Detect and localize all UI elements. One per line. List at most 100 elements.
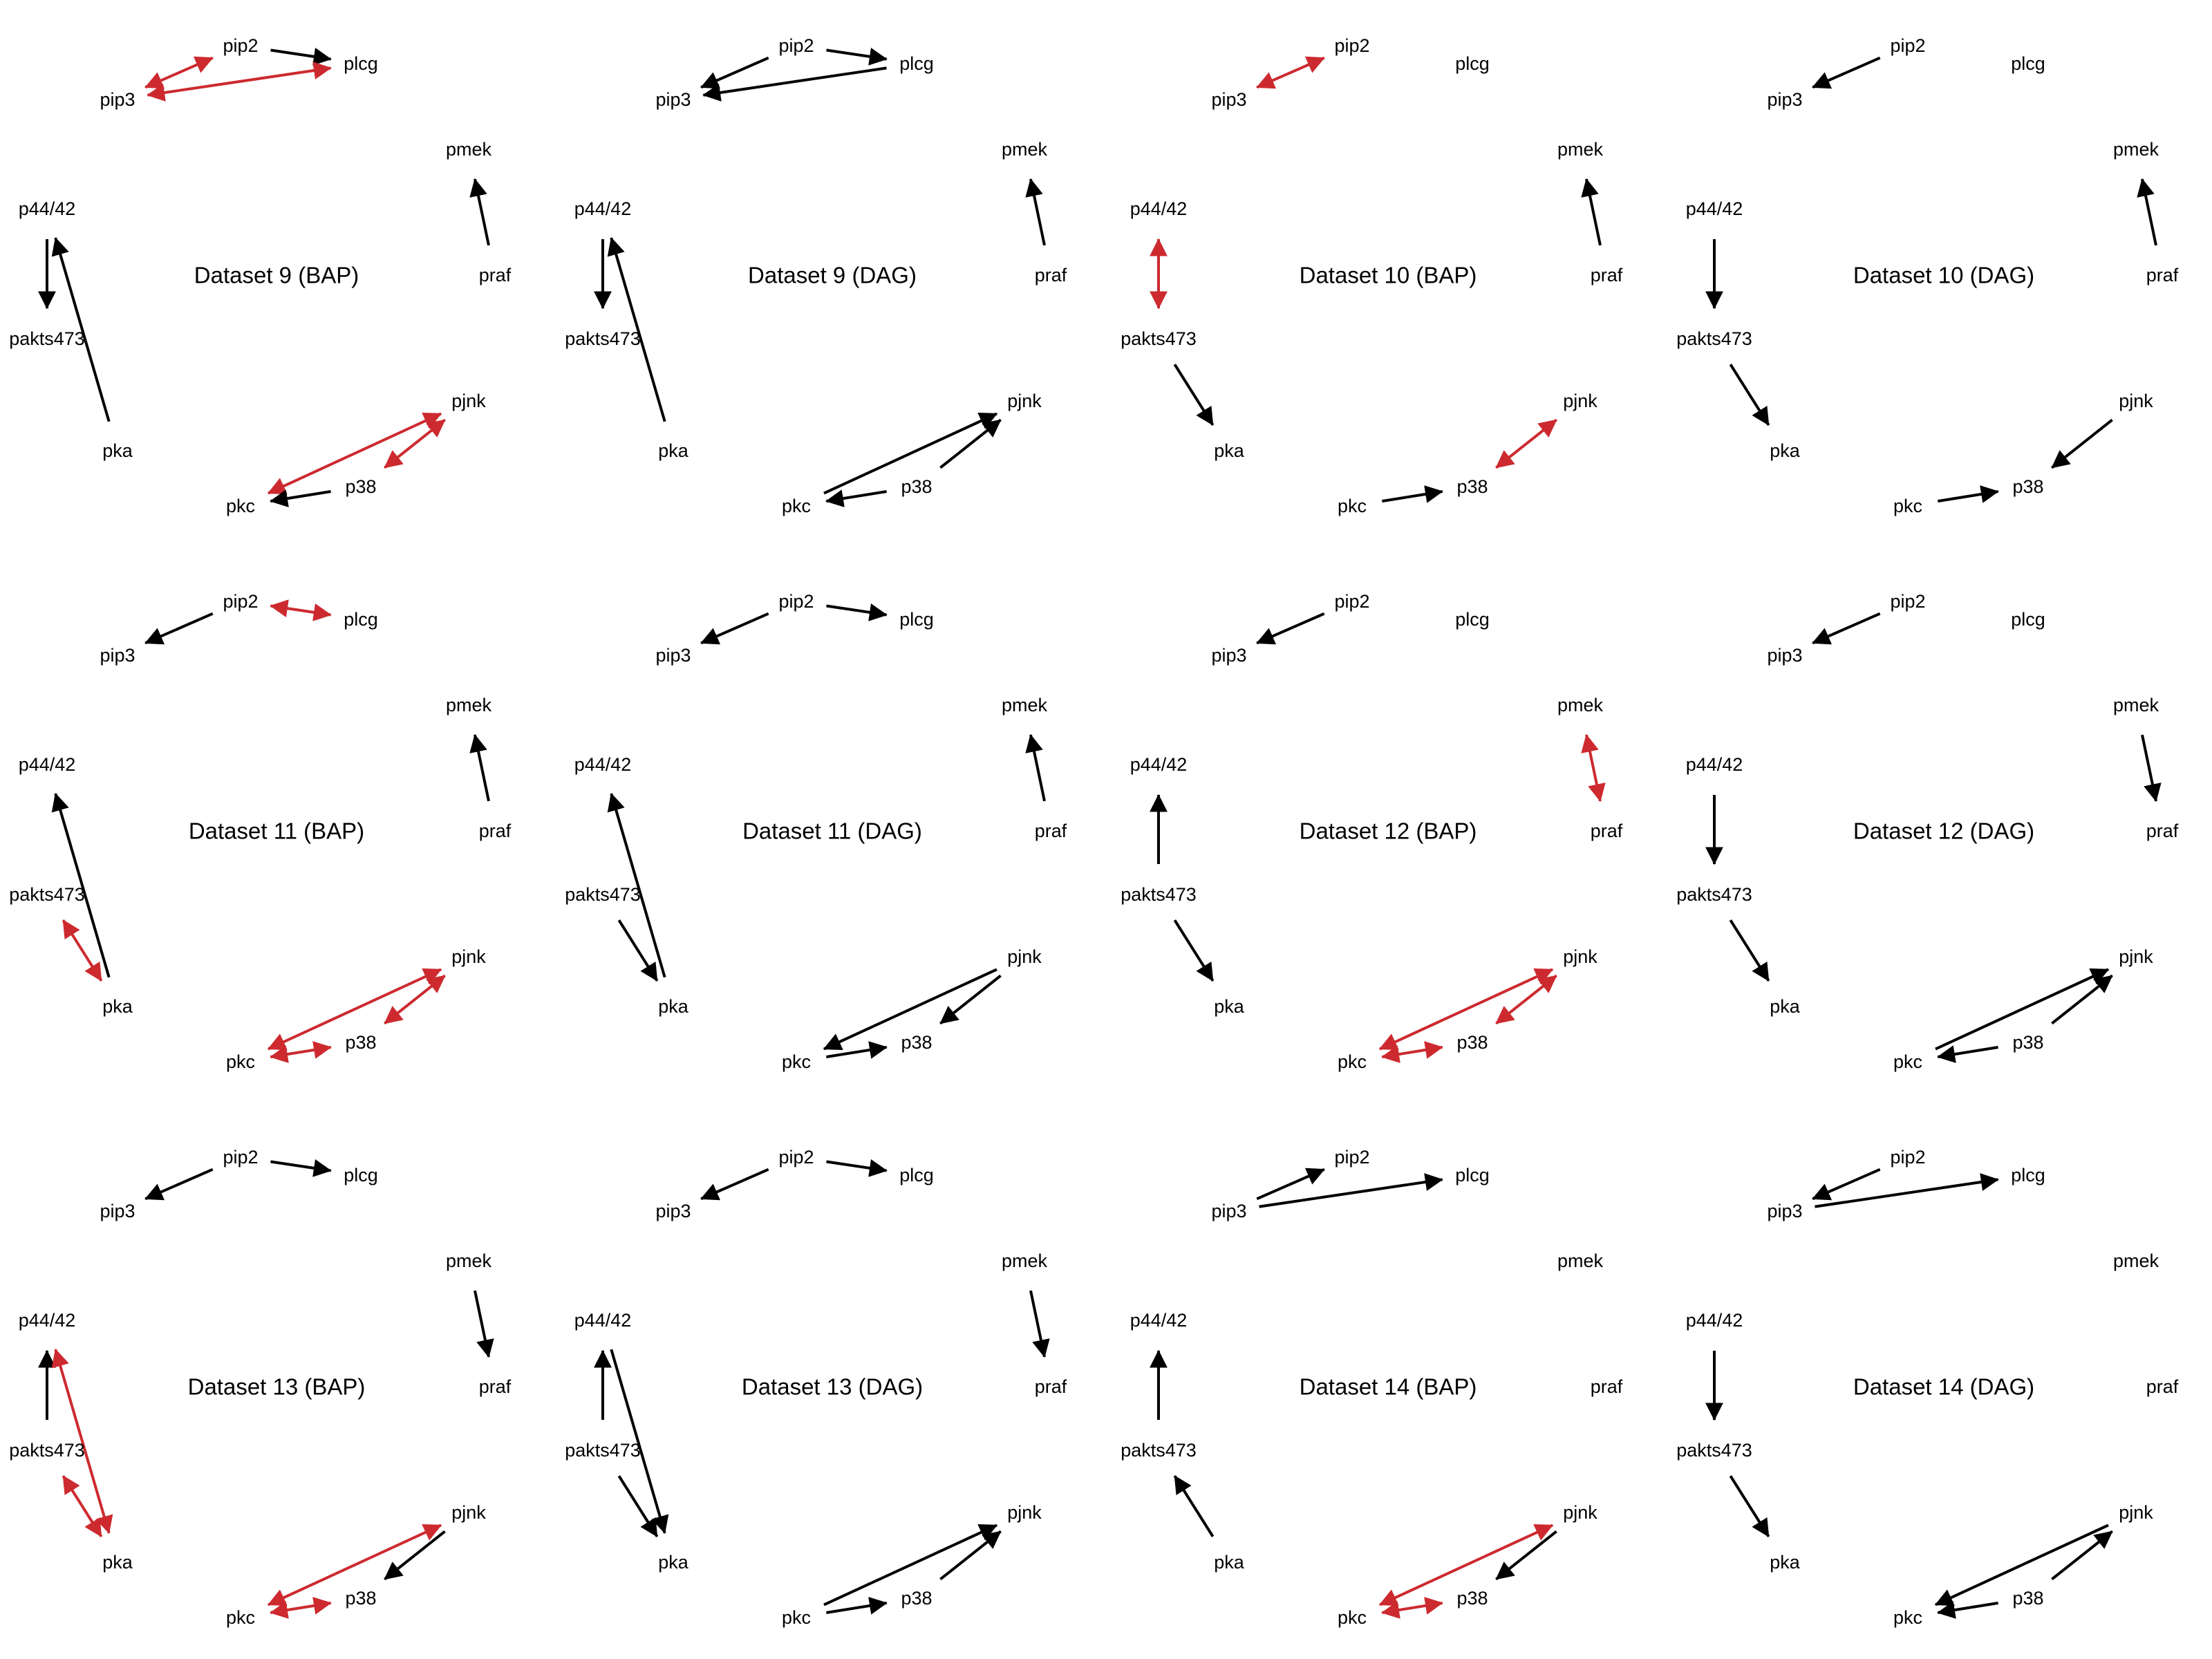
- node-label-pjnk: pjnk: [1007, 391, 1042, 411]
- node-label-p38: p38: [1456, 476, 1488, 497]
- bidirected-edge-p38-pjnk: [384, 974, 446, 1025]
- directed-edge-pkc-p38: [1938, 485, 1999, 503]
- bidirected-edge-pkc-p38: [270, 1041, 332, 1063]
- node-label-praf: praf: [479, 1376, 512, 1397]
- graph-panel: pip2plcgpip3pmekp44/42prafpakts473pjnkpk…: [565, 1147, 1067, 1628]
- directed-edge-pjnk-p38: [939, 974, 1002, 1025]
- node-label-praf: praf: [479, 265, 512, 285]
- bidirected-edge-p38-pjnk: [1495, 974, 1557, 1025]
- bidirected-edge-pkc-p38: [1381, 1597, 1443, 1619]
- node-label-pmek: pmek: [2113, 139, 2159, 160]
- node-label-pip2: pip2: [1334, 591, 1369, 612]
- directed-edge-pakts473-pka: [1173, 919, 1215, 982]
- graph-panel: pip2plcgpip3pmekp44/42prafpakts473pjnkpk…: [9, 35, 512, 516]
- node-label-pka: pka: [1770, 996, 1801, 1017]
- node-label-pip2: pip2: [778, 1147, 814, 1168]
- panel-title: Dataset 14 (DAG): [1853, 1374, 2034, 1400]
- panel-title: Dataset 11 (DAG): [742, 818, 922, 844]
- node-label-pip3: pip3: [1211, 645, 1246, 666]
- bidirected-edge-pip3-plcg: [147, 62, 332, 102]
- node-label-pka: pka: [1214, 1552, 1245, 1573]
- node-label-pip2: pip2: [1334, 1147, 1369, 1168]
- node-label-pip3: pip3: [1767, 89, 1802, 110]
- node-label-pkc: pkc: [226, 496, 255, 516]
- directed-edge-pjnk-p38: [384, 1530, 446, 1581]
- node-label-pjnk: pjnk: [1007, 946, 1042, 967]
- node-label-pip2: pip2: [1890, 591, 1925, 612]
- node-label-p38: p38: [2012, 476, 2043, 497]
- node-label-pka: pka: [658, 996, 689, 1017]
- bidirected-edge-pkc-p38: [270, 1597, 332, 1619]
- node-label-pkc: pkc: [1338, 1607, 1367, 1628]
- directed-edge-pka-pakts473: [1173, 1475, 1215, 1537]
- node-label-plcg: plcg: [344, 609, 378, 630]
- directed-edge-praf-pmek: [1025, 733, 1046, 802]
- directed-edge-pip2-plcg: [270, 47, 332, 66]
- node-label-pkc: pkc: [1338, 1051, 1367, 1072]
- graph-panel: pip2plcgpip3pmekp44/42prafpakts473pjnkpk…: [9, 1147, 512, 1628]
- panel-title: Dataset 12 (BAP): [1300, 818, 1477, 844]
- node-label-plcg: plcg: [344, 53, 378, 74]
- directed-edge-pip2-pip3: [700, 612, 769, 645]
- node-label-pip3: pip3: [1767, 1201, 1802, 1221]
- directed-edge-p38-pkc: [825, 489, 887, 507]
- graph-panel: pip2plcgpip3pmekp44/42prafpakts473pjnkpk…: [565, 35, 1067, 516]
- bidirected-edge-pakts473-pka: [62, 919, 103, 982]
- directed-edge-praf-pmek: [1581, 178, 1602, 246]
- bidirected-edge-pip3-pip2: [1256, 56, 1325, 89]
- directed-edge-pakts473-pka: [1729, 1475, 1770, 1537]
- node-label-p44-42: p44/42: [1130, 1310, 1188, 1331]
- node-label-p38: p38: [901, 1588, 932, 1609]
- node-label-pip3: pip3: [100, 645, 135, 666]
- directed-edge-pip2-pip3: [1812, 56, 1881, 89]
- node-label-pip2: pip2: [223, 1147, 258, 1168]
- node-label-pakts473: pakts473: [9, 1440, 85, 1461]
- graph-panel: pip2plcgpip3pmekp44/42prafpakts473pjnkpk…: [9, 591, 512, 1072]
- node-label-pka: pka: [658, 440, 689, 461]
- directed-edge-pakts473-pka: [617, 1475, 659, 1537]
- node-label-p44-42: p44/42: [1686, 1310, 1743, 1331]
- node-label-pakts473: pakts473: [1676, 328, 1752, 349]
- panel-title: Dataset 13 (DAG): [742, 1374, 923, 1400]
- directed-edge-pkc-p38: [826, 1041, 888, 1059]
- node-label-pka: pka: [102, 1552, 133, 1573]
- directed-edge-pip2-pip3: [144, 1168, 214, 1201]
- node-label-praf: praf: [1035, 265, 1067, 285]
- node-label-pip3: pip3: [655, 89, 691, 110]
- node-label-pkc: pkc: [1893, 1051, 1922, 1072]
- node-label-p44-42: p44/42: [19, 198, 76, 219]
- node-label-plcg: plcg: [2011, 1165, 2045, 1185]
- node-label-praf: praf: [1035, 821, 1067, 841]
- directed-edge-pmek-praf: [474, 1290, 494, 1358]
- panel-title: Dataset 9 (BAP): [194, 263, 359, 288]
- node-label-pmek: pmek: [2113, 1250, 2159, 1271]
- node-label-pka: pka: [658, 1552, 689, 1573]
- directed-edge-pkc-pjnk: [823, 412, 998, 495]
- node-label-pkc: pkc: [782, 1051, 811, 1072]
- node-label-plcg: plcg: [1455, 609, 1490, 630]
- directed-edge-plcg-pip3: [702, 66, 887, 102]
- directed-edge-pkc-pjnk: [823, 1524, 998, 1606]
- directed-edge-pmek-praf: [2141, 734, 2162, 803]
- node-label-p44-42: p44/42: [1686, 754, 1743, 775]
- node-label-pjnk: pjnk: [2119, 391, 2153, 411]
- panel-title: Dataset 12 (DAG): [1853, 818, 2034, 844]
- directed-edge-pjnk-p38: [2051, 418, 2113, 469]
- node-label-pkc: pkc: [1893, 1607, 1922, 1628]
- node-label-pkc: pkc: [782, 496, 811, 516]
- node-label-pmek: pmek: [1557, 695, 1604, 715]
- graph-panel: pip2plcgpip3pmekp44/42prafpakts473pjnkpk…: [1121, 35, 1623, 516]
- node-label-praf: praf: [2146, 821, 2179, 841]
- node-label-p44-42: p44/42: [574, 198, 632, 219]
- node-label-praf: praf: [1591, 1376, 1623, 1397]
- directed-edge-p38-pjnk: [2051, 1530, 2113, 1581]
- node-label-pjnk: pjnk: [1563, 391, 1597, 411]
- directed-edge-pip2-plcg: [270, 1159, 332, 1177]
- node-label-pkc: pkc: [1338, 496, 1367, 516]
- node-label-p44-42: p44/42: [19, 754, 76, 775]
- node-label-praf: praf: [2146, 265, 2179, 285]
- node-label-p38: p38: [1456, 1588, 1488, 1609]
- directed-edge-p38-pjnk: [2051, 974, 2113, 1025]
- node-label-p44-42: p44/42: [1130, 754, 1188, 775]
